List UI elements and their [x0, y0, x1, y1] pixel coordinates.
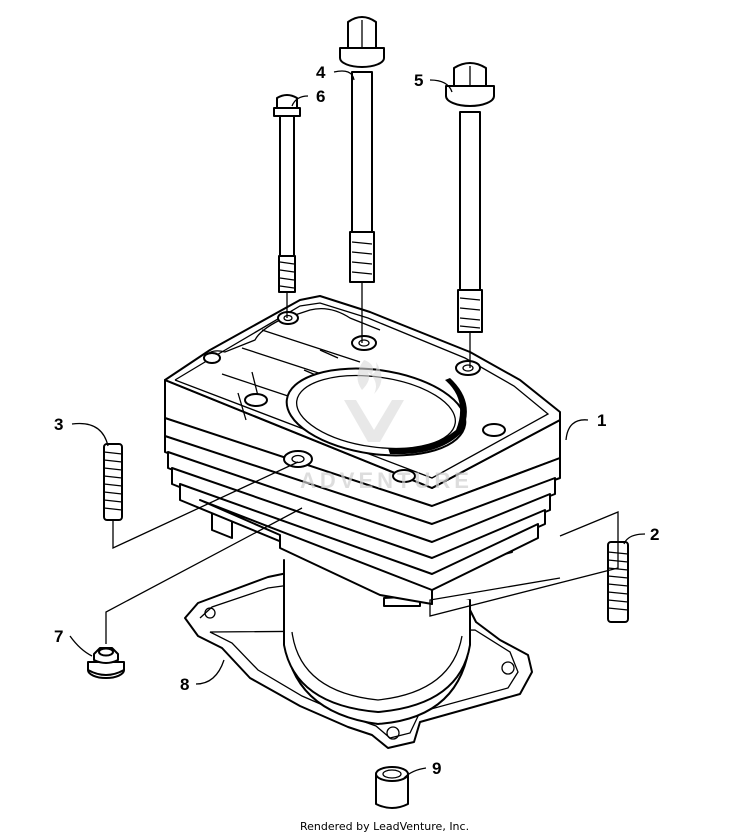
callout-9: 9	[432, 759, 441, 778]
assembly-guide-lines	[105, 282, 619, 644]
credit-text: Rendered by LeadVenture, Inc.	[300, 820, 469, 833]
stud-left[interactable]	[103, 443, 123, 521]
bolt-hole	[283, 450, 313, 468]
dowel-pin[interactable]	[375, 766, 409, 809]
callout-6: 6	[316, 87, 325, 106]
head-bolt-short[interactable]	[273, 94, 301, 293]
callout-3: 3	[54, 415, 63, 434]
callout-5: 5	[414, 71, 423, 90]
watermark-logo	[344, 360, 404, 442]
callout-1: 1	[597, 411, 606, 430]
flange-nut[interactable]	[87, 647, 125, 679]
cylinder-block[interactable]	[164, 295, 561, 605]
callout-2: 2	[650, 525, 659, 544]
callout-7: 7	[54, 627, 63, 646]
leader-lines	[69, 70, 646, 779]
bolt-hole	[277, 311, 299, 325]
watermark-text: ADVENTURE	[300, 468, 473, 493]
head-bolt-medium[interactable]	[445, 62, 495, 333]
bolt-hole	[455, 360, 481, 376]
head-bolt-long[interactable]	[339, 16, 385, 283]
bolt-hole	[351, 335, 377, 351]
callout-8: 8	[180, 675, 189, 694]
callout-4: 4	[316, 63, 326, 82]
